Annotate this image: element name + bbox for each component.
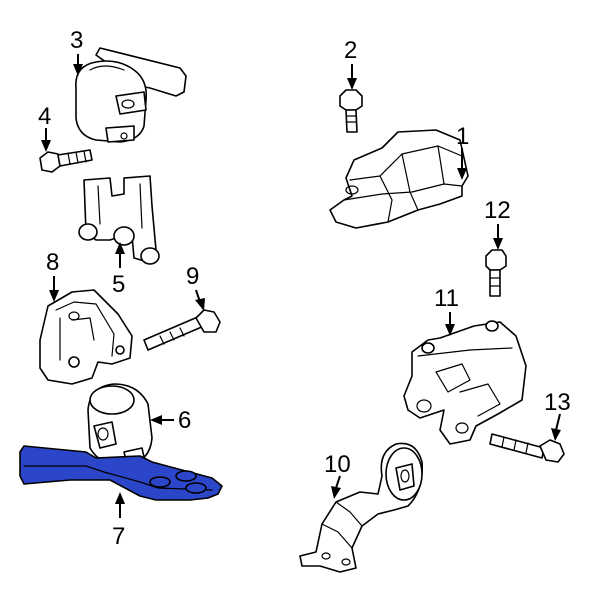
part-2-bolt[interactable] [339, 89, 363, 133]
part-5-bracket[interactable] [78, 175, 160, 265]
part-4-bolt[interactable] [39, 149, 93, 173]
callout-12: 12 [484, 197, 511, 224]
callout-11: 11 [434, 285, 459, 312]
callout-10: 10 [324, 451, 351, 478]
part-9-bolt[interactable] [143, 309, 221, 351]
part-3-mount[interactable] [75, 47, 187, 143]
callout-9: 9 [186, 263, 199, 290]
callout-4: 4 [38, 103, 51, 130]
callout-2: 2 [344, 37, 357, 64]
part-7-crossmember[interactable] [19, 445, 223, 501]
callout-6: 6 [178, 407, 191, 434]
callout-leaders [41, 54, 561, 518]
crossmember-stud-2 [175, 470, 197, 482]
callout-labels: 1 2 3 4 5 6 7 8 9 10 11 12 13 [38, 27, 571, 550]
callout-7: 7 [112, 523, 125, 550]
part-12-bolt[interactable] [485, 249, 507, 297]
part-8-bracket[interactable] [39, 289, 133, 385]
crossmember-body [19, 445, 223, 501]
part-6-mount[interactable] [87, 383, 153, 469]
part-11-bracket[interactable] [403, 320, 527, 445]
callout-5: 5 [112, 271, 125, 298]
part-10-mount[interactable] [299, 442, 424, 573]
part-13-bolt[interactable] [489, 433, 565, 463]
crossmember-stud-1 [149, 476, 171, 488]
callout-13: 13 [544, 389, 571, 416]
part-1-mount[interactable] [329, 129, 469, 229]
callout-8: 8 [46, 249, 59, 276]
callout-3: 3 [70, 27, 83, 54]
callout-1: 1 [456, 123, 469, 150]
crossmember-stud-3 [185, 482, 207, 494]
